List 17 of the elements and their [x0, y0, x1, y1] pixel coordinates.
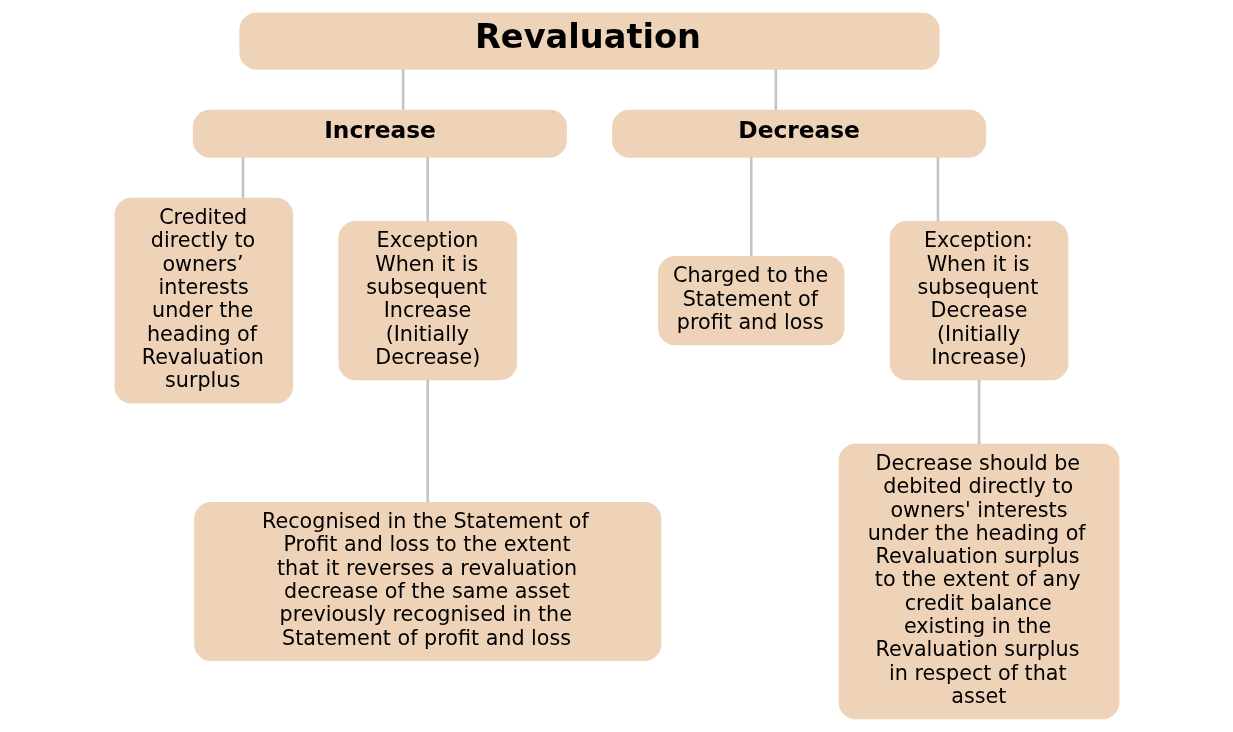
connector — [936, 157, 939, 222]
node-box: Decrease should be debited directly to owners' interests under the heading of Revaluation surplus to the extent of any credit balance existing in the Revaluation surplus in respect of that asset — [838, 443, 1119, 720]
connector — [774, 69, 777, 110]
node-box: Revaluation — [238, 12, 940, 70]
connector — [977, 379, 980, 445]
connector — [425, 157, 429, 222]
connector — [425, 379, 429, 503]
node-box: Charged to the Statement of profit and loss — [657, 256, 844, 346]
node-box: Recognised in the Statement of Profit and loss to the extent that it reverses a revaluation decrease of the same asset previously recognised in the Statement of profit and loss — [193, 501, 661, 662]
node-box: Increase — [192, 109, 567, 158]
connector — [401, 69, 404, 110]
node-box: Exception: When it is subsequent Decrease (Initially Increase) — [889, 221, 1068, 381]
node-box: Exception When it is subsequent Increase (Initially Decrease) — [337, 221, 517, 381]
node-box: Decrease — [611, 109, 986, 158]
node-box: Credited directly to owners’ interests under the heading of Revaluation surplus — [114, 197, 293, 404]
connector — [241, 157, 244, 199]
connector — [749, 157, 753, 257]
